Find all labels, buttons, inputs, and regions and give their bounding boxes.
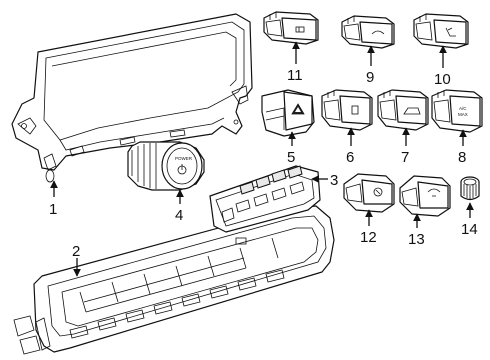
- part-12-switch: [343, 173, 395, 213]
- callout-3: 3: [330, 172, 338, 189]
- part-11-switch: [263, 11, 319, 45]
- callout-2: 2: [72, 243, 80, 260]
- power-button-text: POWER: [175, 156, 193, 161]
- part-3-switch-cluster: [209, 165, 321, 233]
- callout-7: 7: [401, 149, 409, 166]
- callout-1: 1: [49, 201, 57, 218]
- part-9-switch: [341, 15, 395, 49]
- part-13-switch: [399, 175, 451, 217]
- ac-button-line1: A/C: [459, 106, 467, 111]
- part-7-switch: [377, 89, 429, 131]
- part-1-instrument-cluster: [11, 13, 253, 183]
- part-4-power-switch: POWER: [127, 141, 205, 191]
- callout-5: 5: [287, 149, 295, 166]
- callout-9: 9: [366, 69, 374, 86]
- callout-4: 4: [175, 207, 183, 224]
- part-8-ac-switch: A/C MAX: [431, 89, 483, 133]
- callout-14: 14: [461, 221, 478, 238]
- callout-6: 6: [346, 149, 354, 166]
- callout-13: 13: [408, 231, 425, 248]
- callout-numbers: 1 2 3 4 5 6 7 8 9 10 11 12 13 14: [49, 67, 478, 260]
- callout-10: 10: [434, 71, 451, 88]
- part-5-hazard-switch: [261, 89, 315, 137]
- callout-11: 11: [287, 67, 303, 84]
- callout-12: 12: [360, 229, 377, 246]
- part-10-switch: [413, 13, 469, 49]
- callout-8: 8: [458, 149, 466, 166]
- part-14-knob: [460, 176, 480, 201]
- ac-button-line2: MAX: [458, 112, 468, 117]
- leader-lines: [50, 41, 474, 277]
- part-6-switch: [321, 89, 373, 131]
- part-2-switch-panel: [13, 205, 335, 355]
